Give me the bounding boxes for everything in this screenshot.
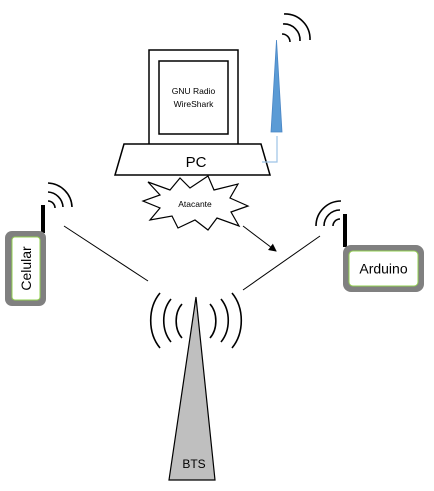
arduino-panel	[348, 250, 419, 287]
attacker-label: Atacante	[178, 199, 212, 209]
phone-screen	[11, 236, 41, 301]
arduino-label: Arduino	[359, 261, 407, 277]
bts-tower: BTS	[149, 292, 243, 481]
bts-signal-left-icon	[149, 292, 183, 349]
computer-label: PC	[186, 154, 207, 171]
link-phone-bts	[63, 225, 149, 282]
computer-base	[114, 143, 271, 176]
computer: GNU Radio WireShark PC	[114, 49, 271, 176]
attacker-burst-icon	[141, 175, 250, 231]
phone-antenna	[41, 205, 45, 233]
arduino-antenna	[343, 214, 347, 247]
phone: Celular	[5, 182, 73, 306]
phone-label: Celular	[18, 246, 34, 291]
bts-tower-body	[168, 296, 216, 481]
computer-screen	[158, 60, 229, 135]
pc-antenna	[262, 13, 311, 163]
attacker: Atacante	[141, 175, 250, 231]
bts-label: BTS	[182, 457, 205, 471]
pc-antenna-body	[270, 39, 283, 133]
screen-text-line1: GNU Radio	[172, 86, 216, 96]
screen-text-line2: WireShark	[174, 99, 214, 109]
pc-antenna-signal-icon	[281, 13, 311, 43]
pc-antenna-cable	[262, 136, 278, 163]
attack-arrow	[242, 225, 277, 252]
arduino: Arduino	[315, 200, 424, 292]
phone-signal-icon	[47, 182, 73, 209]
link-arduino-bts	[242, 235, 321, 291]
arduino-signal-icon	[315, 200, 342, 227]
bts-signal-right-icon	[209, 292, 243, 349]
